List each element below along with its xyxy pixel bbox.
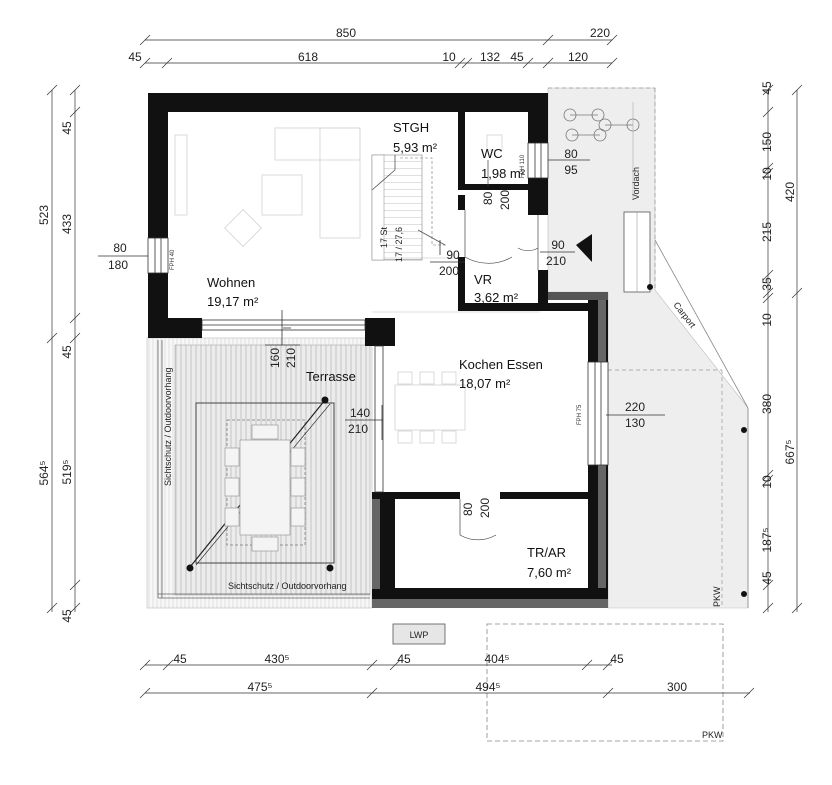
opening-w-left-bot: 180 [108, 258, 128, 272]
opening-wc-bot: 95 [564, 163, 578, 177]
living-furniture [174, 127, 540, 444]
dim-bot-475: 475⁵ [248, 680, 273, 694]
dim-right-10a: 10 [760, 167, 774, 181]
dim-left-433: 433 [60, 214, 74, 234]
doors [459, 160, 539, 541]
opening-terrace-top: 160 [268, 348, 282, 368]
opening-trdoor-b: 200 [478, 498, 492, 518]
opening-kd-bot: 210 [348, 422, 368, 436]
post-icon [741, 427, 747, 433]
dim-left-45b: 45 [60, 345, 74, 359]
dim-bot-430: 430⁵ [265, 652, 290, 666]
dim-right-667: 667⁵ [783, 439, 797, 464]
opening-w-left-top: 80 [113, 241, 127, 255]
dim-right-215: 215 [760, 222, 774, 242]
dim-right-10c: 10 [760, 475, 774, 489]
dim-right-10b: 10 [760, 313, 774, 327]
opening-trdoor-a: 80 [461, 502, 475, 516]
dim-left-564: 564⁵ [37, 460, 51, 485]
post-icon [647, 284, 653, 290]
dim-top-45b: 45 [510, 50, 524, 64]
room-name-wohnen: Wohnen [207, 275, 255, 290]
opening-kd-top: 140 [350, 406, 370, 420]
opening-entry-bot: 210 [546, 254, 566, 268]
dim-right-380: 380 [760, 394, 774, 414]
opening-kw-top: 220 [625, 400, 645, 414]
room-name-vr: VR [474, 272, 492, 287]
terrace-table-icon [224, 424, 306, 552]
label-stairs-ratio: 17 / 27,6 [394, 227, 404, 262]
bicycles-icon [563, 108, 640, 142]
dim-top-850: 850 [336, 26, 356, 40]
dim-top-132: 132 [480, 50, 500, 64]
label-pkw-side: PKW [712, 586, 722, 607]
room-name-kochen: Kochen Essen [459, 357, 543, 372]
opening-vrdoor-top: 90 [446, 248, 460, 262]
label-sichtschutz-vertical: Sichtschutz / Outdoorvorhang [163, 367, 173, 486]
dim-bot-45b: 45 [397, 652, 411, 666]
label-lwp: LWP [410, 630, 429, 640]
dim-right-187: 187⁵ [760, 527, 774, 552]
post-icon [186, 564, 194, 572]
dim-top-10: 10 [442, 50, 456, 64]
dim-bot-404: 404⁵ [485, 652, 510, 666]
label-stairs-count: 17 St [379, 226, 389, 248]
dim-right-45b: 45 [760, 571, 774, 585]
dim-bot-45a: 45 [173, 652, 187, 666]
dim-top-120: 120 [568, 50, 588, 64]
dim-right-420: 420 [783, 182, 797, 202]
label-terrasse: Terrasse [306, 369, 356, 384]
room-area-tr: 7,60 m² [527, 565, 572, 580]
room-area-kochen: 18,07 m² [459, 376, 511, 391]
label-sichtschutz-horizontal: Sichtschutz / Outdoorvorhang [228, 581, 347, 591]
room-area-wc: 1,98 m² [481, 166, 526, 181]
terrace-area [146, 337, 373, 609]
opening-wc-top: 80 [564, 147, 578, 161]
room-name-stgh: STGH [393, 120, 429, 135]
opening-entry-top: 90 [551, 238, 565, 252]
room-area-stgh: 5,93 m² [393, 140, 438, 155]
dim-top-45a: 45 [128, 50, 142, 64]
dim-bot-300: 300 [667, 680, 687, 694]
dim-left-523: 523 [37, 205, 51, 225]
opening-terrace-bot: 210 [284, 348, 298, 368]
dim-bot-494: 494⁵ [476, 680, 501, 694]
staircase [371, 154, 447, 261]
dim-left-45a: 45 [60, 121, 74, 135]
windows [147, 142, 609, 493]
post-icon [326, 564, 334, 572]
carport-area [547, 87, 749, 609]
dim-right-45a: 45 [760, 81, 774, 95]
label-pkw-bottom: PKW [702, 730, 723, 740]
heat-pump-box [392, 623, 446, 645]
room-name-wc: WC [481, 146, 503, 161]
dim-left-45c: 45 [60, 609, 74, 623]
window-tag-fph40: FPH 40 [170, 249, 176, 270]
entrance-arrow-icon [576, 234, 592, 262]
opening-vrdoor-bot: 200 [439, 264, 459, 278]
room-name-tr: TR/AR [527, 545, 566, 560]
dim-top-220: 220 [590, 26, 610, 40]
dim-right-35: 35 [760, 277, 774, 291]
post-icon [741, 591, 747, 597]
opening-kw-bot: 130 [625, 416, 645, 430]
dim-right-150: 150 [760, 132, 774, 152]
room-area-vr: 3,62 m² [474, 290, 519, 305]
opening-wcdoor-a: 80 [481, 191, 495, 205]
dim-left-519: 519⁵ [60, 459, 74, 484]
opening-wcdoor-b: 200 [498, 190, 512, 210]
dim-top-618: 618 [298, 50, 318, 64]
post-icon [321, 396, 329, 404]
label-vordach: Vordach [631, 167, 641, 200]
window-tag-fph75: FPH 75 [577, 404, 583, 425]
opening-markers [281, 240, 441, 440]
label-carport: Carport [671, 300, 698, 330]
dim-bot-45c: 45 [610, 652, 624, 666]
window-tag-fph110: FPH 110 [520, 154, 526, 178]
room-area-wohnen: 19,17 m² [207, 294, 259, 309]
